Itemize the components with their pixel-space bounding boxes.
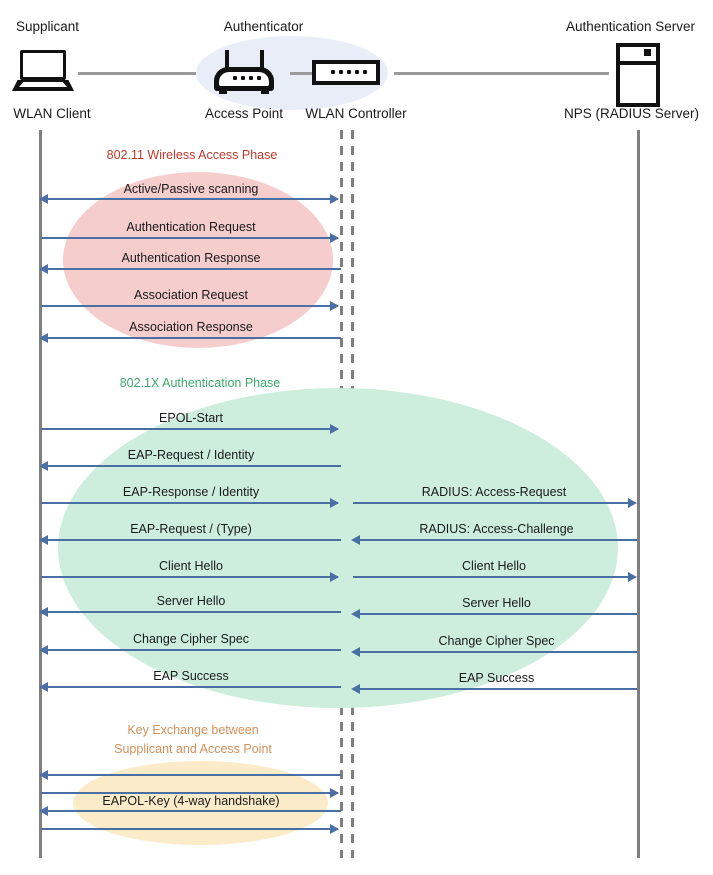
message-line-client-hello-left bbox=[41, 576, 338, 578]
message-label-server-hello-right: Server Hello bbox=[462, 596, 531, 610]
message-line-radius-access-challenge bbox=[356, 539, 637, 541]
message-line-association-request bbox=[41, 305, 338, 307]
laptop-icon bbox=[12, 50, 74, 92]
message-line-eap-success-right bbox=[356, 688, 637, 690]
message-line-authentication-request bbox=[41, 237, 338, 239]
actor-device-access-point: Access Point bbox=[204, 106, 284, 121]
message-line-change-cipher-spec-right bbox=[356, 651, 637, 653]
message-label-active-passive-scanning: Active/Passive scanning bbox=[123, 182, 259, 196]
arrow-head-left-scanning bbox=[39, 194, 48, 204]
message-label-eapol-key-4way-handshake: EAPOL-Key (4-way handshake) bbox=[102, 794, 280, 808]
message-line-association-response bbox=[44, 337, 341, 339]
actor-role-authentication-server: Authentication Server bbox=[565, 19, 696, 34]
link-controller-to-server bbox=[394, 72, 609, 75]
message-line-eapol-key-1 bbox=[44, 774, 341, 776]
message-line-server-hello-left bbox=[44, 611, 341, 613]
arrow-head-server-hello-left bbox=[39, 607, 48, 617]
message-line-radius-access-request bbox=[353, 502, 635, 504]
arrow-head-right-scanning bbox=[330, 194, 339, 204]
arrow-head-association-response bbox=[39, 333, 48, 343]
message-line-epol-start bbox=[41, 428, 338, 430]
actor-device-wlan-client: WLAN Client bbox=[13, 106, 91, 121]
message-label-client-hello-right: Client Hello bbox=[462, 559, 526, 573]
message-line-active-passive-scanning bbox=[44, 198, 338, 200]
message-line-eapol-key-4 bbox=[41, 828, 338, 830]
message-label-client-hello-left: Client Hello bbox=[159, 559, 223, 573]
arrow-head-eap-success-right bbox=[351, 684, 360, 694]
link-client-to-ap bbox=[78, 72, 196, 75]
phase-label-802-11: 802.11 Wireless Access Phase bbox=[106, 148, 278, 162]
arrow-head-eap-request-type bbox=[39, 535, 48, 545]
message-label-authentication-response: Authentication Response bbox=[121, 251, 261, 265]
message-line-change-cipher-spec-left bbox=[44, 649, 341, 651]
message-line-eapol-key-3 bbox=[44, 810, 341, 812]
arrow-head-eapol-key-3 bbox=[39, 806, 48, 816]
arrow-head-eapol-key-4 bbox=[330, 824, 339, 834]
message-label-eap-request-type: EAP-Request / (Type) bbox=[130, 522, 252, 536]
arrow-head-server-hello-right bbox=[351, 609, 360, 619]
link-ap-to-controller bbox=[290, 72, 312, 75]
message-line-client-hello-right bbox=[353, 576, 635, 578]
arrow-head-radius-access-challenge bbox=[351, 535, 360, 545]
arrow-head-eapol-key-1 bbox=[39, 770, 48, 780]
arrow-head-eap-request-identity bbox=[39, 461, 48, 471]
message-label-eap-response-identity: EAP-Response / Identity bbox=[122, 485, 260, 499]
arrow-head-client-hello-left bbox=[330, 572, 339, 582]
message-line-eap-request-type bbox=[44, 539, 341, 541]
message-label-change-cipher-spec-right: Change Cipher Spec bbox=[438, 634, 555, 648]
server-icon bbox=[616, 43, 660, 107]
actor-device-nps-radius-server: NPS (RADIUS Server) bbox=[563, 106, 700, 121]
message-line-eap-request-identity bbox=[44, 465, 341, 467]
lifeline-authentication-server bbox=[637, 130, 640, 858]
actor-role-authenticator: Authenticator bbox=[223, 19, 304, 34]
message-line-eapol-key-2 bbox=[41, 792, 338, 794]
arrow-head-change-cipher-spec-right bbox=[351, 647, 360, 657]
message-label-radius-access-challenge: RADIUS: Access-Challenge bbox=[419, 522, 574, 536]
wlan-controller-icon bbox=[312, 60, 380, 85]
message-line-eap-response-identity bbox=[41, 502, 338, 504]
message-label-server-hello-left: Server Hello bbox=[156, 594, 226, 608]
arrow-head-radius-access-request bbox=[628, 498, 637, 508]
phase-label-key-exchange-line2: Supplicant and Access Point bbox=[114, 742, 272, 756]
message-line-authentication-response bbox=[44, 268, 341, 270]
message-label-radius-access-request: RADIUS: Access-Request bbox=[421, 485, 567, 499]
arrow-head-eapol-key-2 bbox=[330, 788, 339, 798]
actor-role-supplicant: Supplicant bbox=[15, 19, 80, 34]
arrow-head-client-hello-right bbox=[628, 572, 637, 582]
access-point-icon bbox=[214, 50, 274, 94]
message-line-eap-success-left bbox=[44, 686, 341, 688]
arrow-head-eap-response-identity bbox=[330, 498, 339, 508]
message-label-change-cipher-spec-left: Change Cipher Spec bbox=[132, 632, 250, 646]
message-label-association-request: Association Request bbox=[134, 288, 248, 302]
arrow-head-change-cipher-spec-left bbox=[39, 645, 48, 655]
phase-ellipse-802-11 bbox=[63, 172, 333, 348]
message-label-eap-success-right: EAP Success bbox=[458, 671, 535, 685]
arrow-head-association-request bbox=[330, 301, 339, 311]
phase-label-key-exchange-line1: Key Exchange between bbox=[127, 723, 259, 737]
arrow-head-authentication-response bbox=[39, 264, 48, 274]
message-label-authentication-request: Authentication Request bbox=[126, 220, 256, 234]
message-label-epol-start: EPOL-Start bbox=[159, 411, 223, 425]
message-label-eap-request-identity: EAP-Request / Identity bbox=[127, 448, 255, 462]
message-label-eap-success-left: EAP Success bbox=[153, 669, 229, 683]
actor-device-wlan-controller: WLAN Controller bbox=[305, 106, 407, 121]
lifeline-supplicant bbox=[39, 130, 42, 858]
arrow-head-authentication-request bbox=[330, 233, 339, 243]
message-label-association-response: Association Response bbox=[129, 320, 253, 334]
phase-label-802-1x: 802.1X Authentication Phase bbox=[119, 376, 281, 390]
message-line-server-hello-right bbox=[356, 613, 637, 615]
phase-ellipse-802-1x bbox=[58, 388, 618, 708]
arrow-head-epol-start bbox=[330, 424, 339, 434]
arrow-head-eap-success-left bbox=[39, 682, 48, 692]
